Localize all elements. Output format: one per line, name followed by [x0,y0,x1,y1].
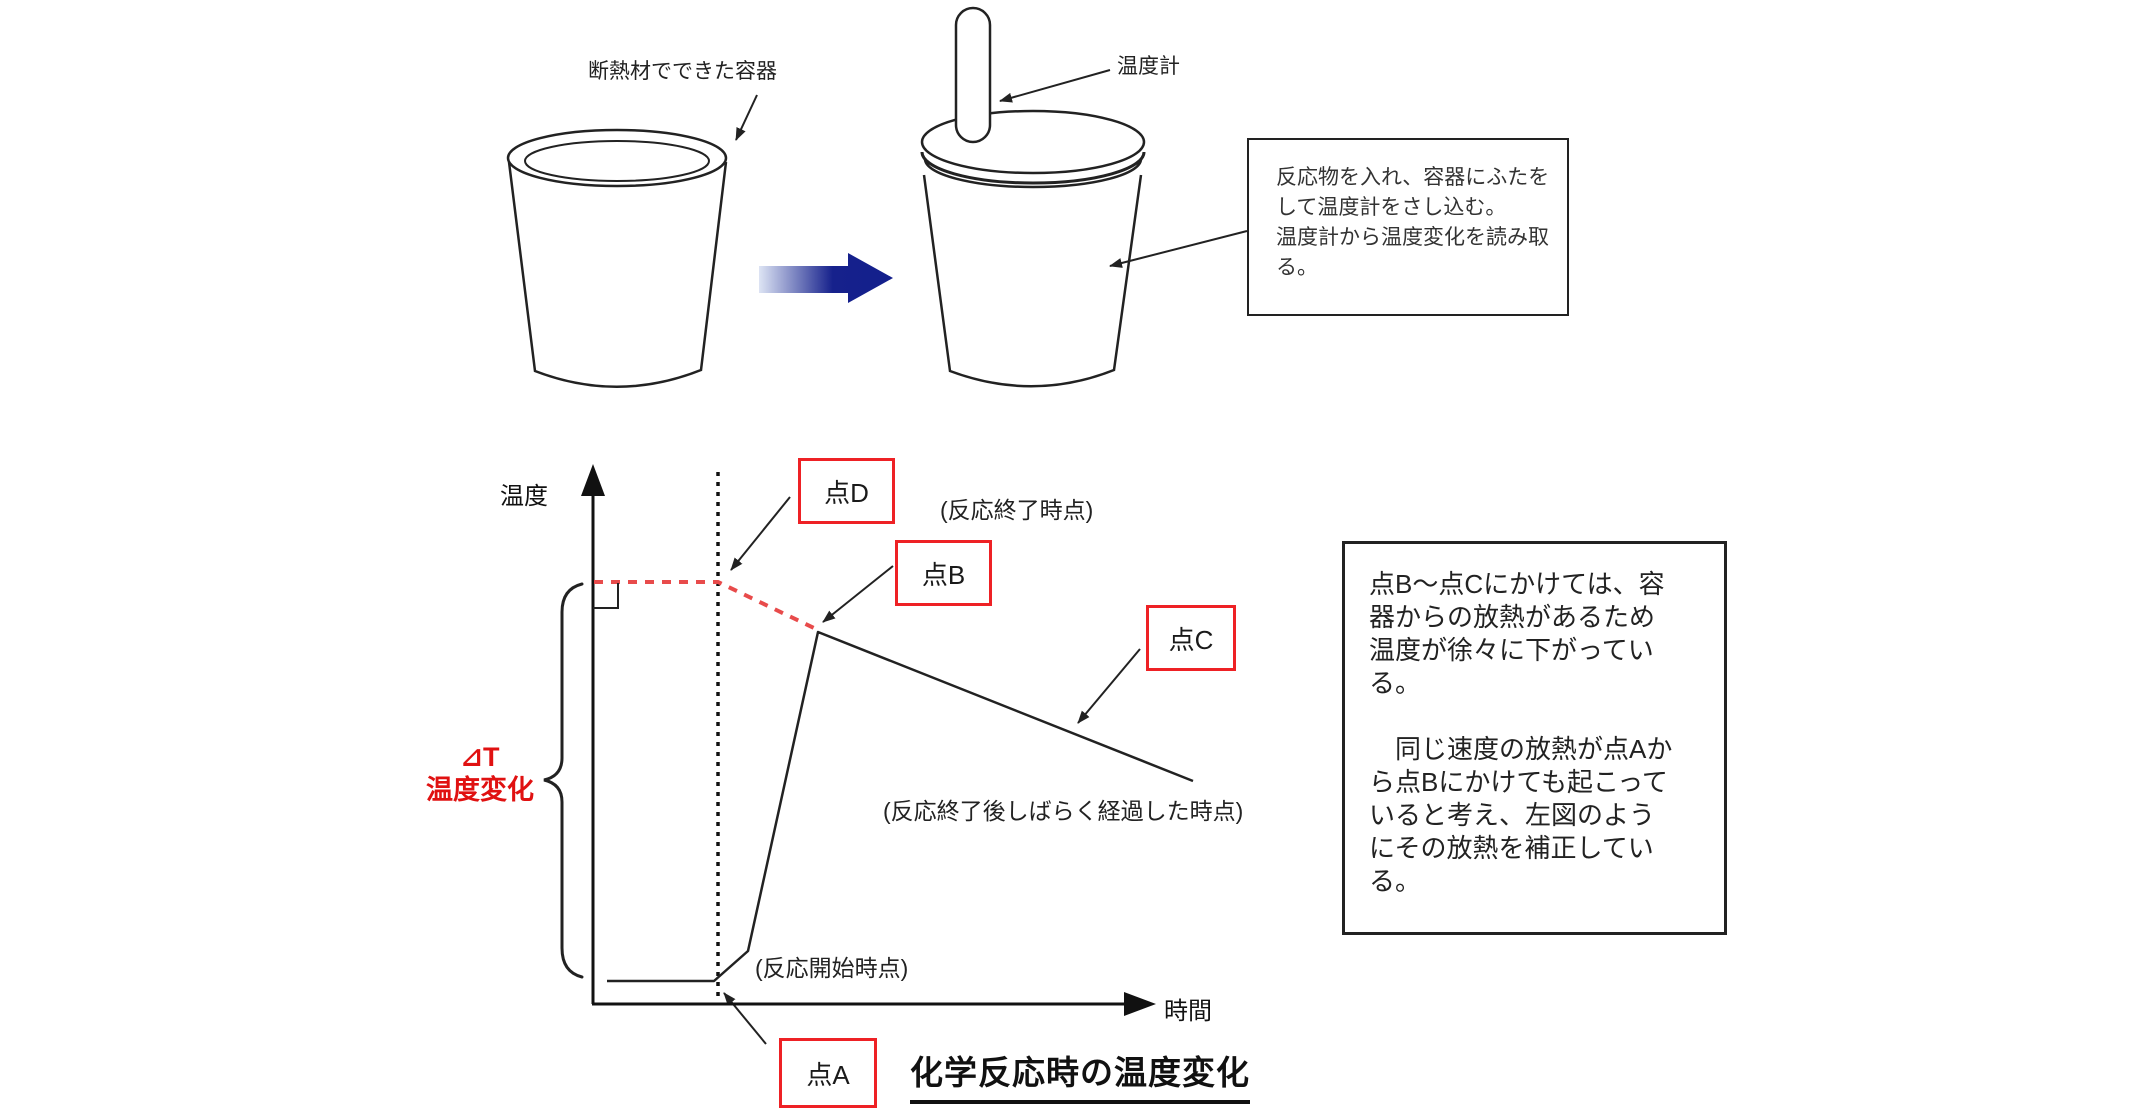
red-dashed-correction-line [594,580,817,631]
lid-rim-band-outer [920,151,1146,185]
caption-reaction-start: (反応開始時点) [755,955,909,981]
leader-arrow-point-c [1077,648,1141,724]
cup-rim-inner [524,140,710,182]
caption-after-reaction-end: (反応終了後しばらく経過した時点) [883,798,1244,824]
cup-body [507,161,728,388]
leader-arrow-point-b [822,565,894,623]
caption-reaction-end: (反応終了時点) [940,497,1094,523]
point-d-label-box: 点D [798,458,895,524]
thermometer [954,6,992,144]
right-angle-mark [593,583,619,609]
delta-t-annotation: ⊿T 温度変化 [426,742,534,805]
leader-arrow-point-a [723,992,767,1045]
y-axis-label: 温度 [500,483,548,510]
lidded-cup-body [922,174,1143,388]
leader-arrow-to-thermometer [999,69,1111,103]
cup-rim-outer [506,128,728,188]
point-b-label-box: 点B [895,540,992,606]
insulated-cup [506,128,728,388]
transition-arrow-icon [759,253,893,303]
temperature-curve [607,630,1194,983]
x-axis-arrowhead-icon [1124,992,1156,1016]
thermometer-label: 温度計 [1117,55,1180,78]
point-c-label-box: 点C [1146,605,1236,671]
x-axis-label: 時間 [1164,998,1212,1025]
leader-arrow-point-d [730,496,791,571]
leader-arrow-to-cup [735,94,758,141]
delta-t-brace [543,582,584,979]
leader-arrow-from-callout [1109,230,1248,268]
heat-loss-note-box: 点B〜点Cにかけては、容 器からの放熱があるため 温度が徐々に下がってい る。 … [1342,541,1727,935]
y-axis-arrowhead-icon [581,464,605,496]
point-a-label-box: 点A [779,1038,877,1108]
lidded-cup [920,6,1146,388]
figure-title: 化学反応時の温度変化 [910,1046,1250,1104]
procedure-callout-box: 反応物を入れ、容器にふたを して温度計をさし込む。 温度計から温度変化を読み取 … [1247,138,1569,316]
insulated-container-label: 断熱材でできた容器 [588,60,777,83]
lid-rim-band-inner [923,158,1143,189]
